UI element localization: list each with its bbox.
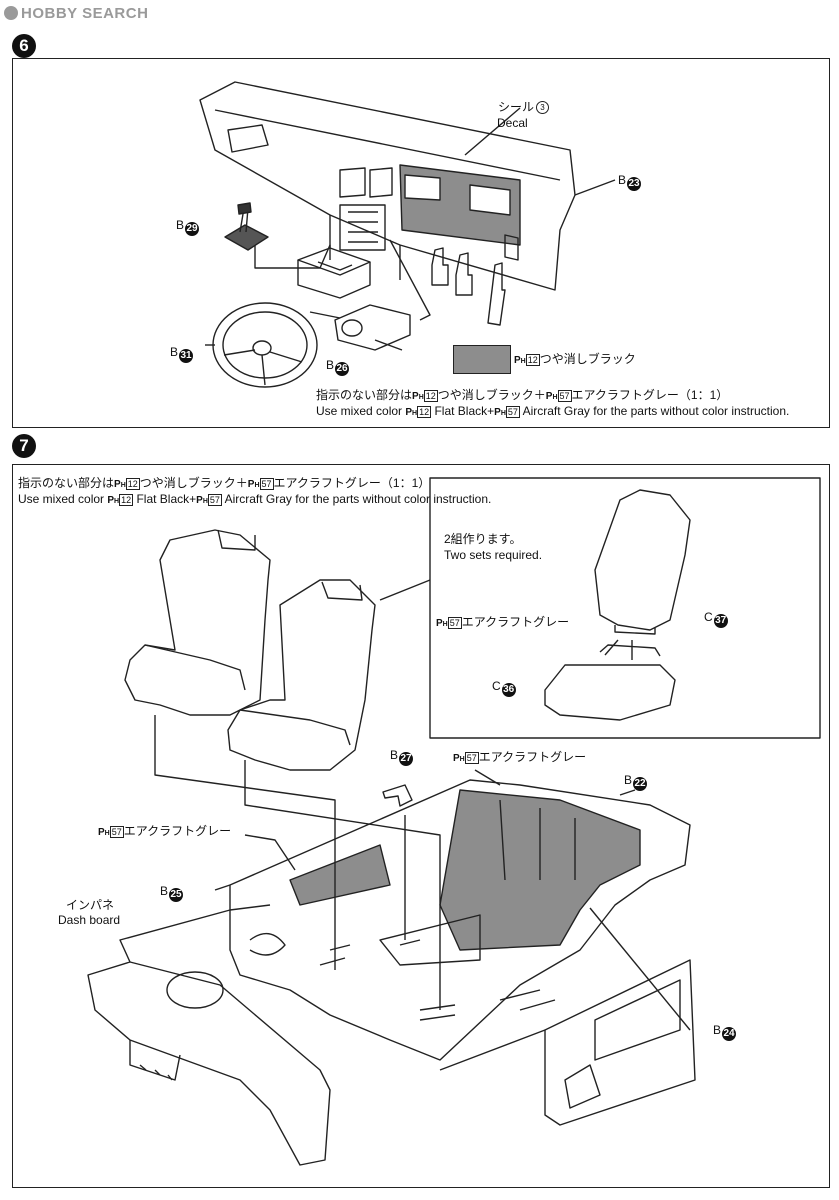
two-sets-en: Two sets required. bbox=[444, 548, 543, 562]
step-7-marker: 7 bbox=[12, 434, 36, 458]
dashboard-part-b23 bbox=[199, 81, 576, 291]
decal-label-en: Decal bbox=[497, 116, 528, 130]
seat-left bbox=[124, 529, 271, 716]
steering-column-part-b26 bbox=[309, 304, 411, 351]
color-swatch-flat-black bbox=[453, 345, 511, 374]
dash-label-jp: インパネ bbox=[66, 898, 115, 912]
pedal-parts bbox=[431, 247, 506, 326]
dash-label-en: Dash board bbox=[58, 913, 121, 927]
shifter-part-b29 bbox=[224, 202, 269, 251]
bracket-part-b27 bbox=[382, 784, 413, 807]
side-panel-part-b24 bbox=[544, 959, 696, 1126]
watermark-icon bbox=[4, 6, 18, 20]
seat-cushion-part-c36 bbox=[544, 640, 676, 721]
watermark-logo: HOBBY SEARCH bbox=[4, 5, 148, 22]
seatback-part-c37 bbox=[594, 489, 691, 635]
console-part bbox=[297, 247, 371, 299]
steering-wheel-part-b31 bbox=[205, 302, 318, 388]
dashboard-small-part bbox=[87, 961, 331, 1166]
decal-ref-number: 3 bbox=[536, 101, 550, 114]
watermark-text: HOBBY SEARCH bbox=[21, 5, 149, 22]
floor-pan-part-b22 bbox=[229, 779, 691, 1061]
two-sets-jp: 2組作ります。 bbox=[444, 532, 522, 546]
step-6-marker: 6 bbox=[12, 34, 36, 58]
seat-right bbox=[227, 579, 376, 771]
